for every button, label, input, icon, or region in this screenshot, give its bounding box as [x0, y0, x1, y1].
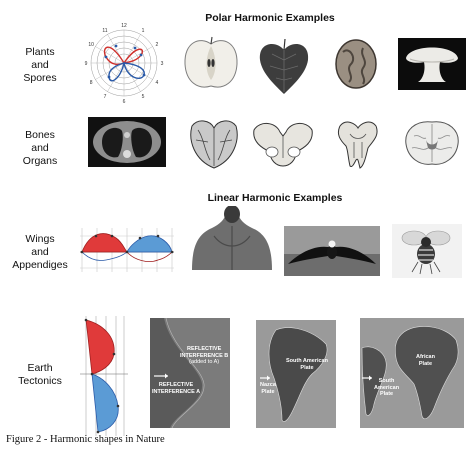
blue-vertical-lobe [91, 373, 119, 433]
polar-tick-label: 10 [88, 42, 94, 48]
africa-south-america-map: African Plate South American Plate [360, 318, 464, 428]
polar-spoke [123, 62, 153, 80]
row-label-bones-and-organs: Bones and Organs [10, 129, 70, 168]
polar-tick-label: 1 [142, 28, 145, 34]
blue-wave-lobe [126, 235, 173, 253]
row-label-line: Bones [25, 129, 55, 141]
label-line: Plate [300, 364, 314, 371]
african-plate-label: African Plate [416, 354, 435, 367]
curve-markers [104, 44, 146, 79]
row-label-plants-and-spores: Plants and Spores [10, 46, 70, 85]
label-line: African [416, 354, 435, 360]
row-label-line: and [31, 246, 49, 258]
blue-harmonic-curve [123, 62, 145, 79]
vertical-harmonic-chart [80, 316, 128, 436]
row-label-wings-and-appendiges: Wings and Appendiges [6, 233, 74, 272]
ct-scan-lungs-image [88, 117, 166, 167]
linear-examples-header: Linear Harmonic Examples [207, 192, 343, 204]
wave-markers [80, 234, 174, 254]
polar-tick-label: 12 [121, 23, 127, 29]
nazca-plate-label: Nazca Plate [260, 382, 276, 395]
polar-grid [90, 29, 158, 97]
polar-tick-label: 5 [142, 94, 145, 100]
polar-tick-label: 4 [156, 80, 159, 86]
polar-tick-label: 8 [90, 80, 93, 86]
label-line: REFLECTIVE [187, 346, 222, 352]
label-line: Plate [418, 360, 433, 367]
pelvis-bone-image [253, 123, 313, 167]
row-label-line: and [31, 59, 49, 71]
reflective-interference-diagram: REFLECTIVE INTERFERENCE B (added to A) R… [150, 318, 230, 428]
label-line: Nazca [260, 382, 276, 388]
label-line: South [378, 378, 395, 384]
label-line: INTERFERENCE B [180, 352, 229, 359]
row-label-line: Organs [22, 155, 58, 167]
polar-tick-label: 2 [156, 42, 159, 48]
linear-harmonic-wave-chart [80, 228, 174, 272]
polar-tick-label: 7 [104, 94, 107, 100]
label-line: South American [286, 358, 328, 364]
polar-tick-label: 11 [102, 28, 107, 34]
reflective-interference-a-label: REFLECTIVE INTERFERENCE A [152, 382, 200, 395]
polar-examples-header: Polar Harmonic Examples [205, 12, 335, 24]
polar-spoke [107, 62, 125, 92]
south-america-plate-map: South American Plate Nazca Plate [256, 320, 336, 428]
blue-harmonic-curve [108, 62, 125, 82]
anatomical-organ-drawing [190, 120, 238, 169]
wave-underline [126, 251, 173, 262]
label-line: Plate [379, 391, 394, 397]
row-label-line: Spores [23, 72, 57, 84]
walnut-image [335, 39, 377, 89]
row-label-line: Earth [27, 362, 53, 374]
polar-tick-label: 6 [123, 99, 126, 104]
row-label-line: Tectonics [18, 375, 62, 387]
reflective-interference-b-label: REFLECTIVE INTERFERENCE B (added to A) [180, 346, 228, 366]
polar-spoke [95, 46, 125, 64]
red-vertical-lobe [85, 319, 115, 375]
south-american-plate-label: South American Plate [286, 358, 328, 371]
label-line: American [374, 384, 400, 391]
row-label-line: and [31, 142, 49, 154]
row-label-line: Plants [25, 46, 55, 58]
polar-tick-label: 3 [161, 61, 164, 67]
brain-section-image [405, 121, 459, 165]
polar-spoke [123, 62, 141, 92]
row-label-earth-tectonics: Earth Tectonics [10, 362, 70, 388]
polar-tick-label: 9 [85, 61, 88, 67]
polar-spoke [123, 46, 153, 64]
human-back-image [190, 206, 274, 270]
label-line: (added to A) [189, 359, 220, 365]
bee-image [392, 224, 462, 278]
row-label-line: Appendiges [12, 259, 68, 271]
wave-underline [81, 251, 128, 261]
red-wave-lobe [81, 233, 128, 253]
mushroom-section-image [398, 38, 466, 90]
eagle-in-flight-image [284, 226, 380, 276]
vertical-markers [84, 318, 120, 434]
south-american-plate-label-2: South American Plate [374, 378, 399, 398]
label-line: REFLECTIVE [158, 382, 194, 388]
row-label-line: Wings [25, 233, 55, 245]
label-line: INTERFERENCE A [152, 388, 201, 395]
tooth-section-image [337, 121, 378, 169]
heart-leaf-image [259, 38, 309, 94]
label-line: Plate [261, 388, 275, 395]
apple-cross-section-image [184, 36, 238, 88]
figure-caption: Figure 2 - Harmonic shapes in Nature [6, 434, 165, 445]
